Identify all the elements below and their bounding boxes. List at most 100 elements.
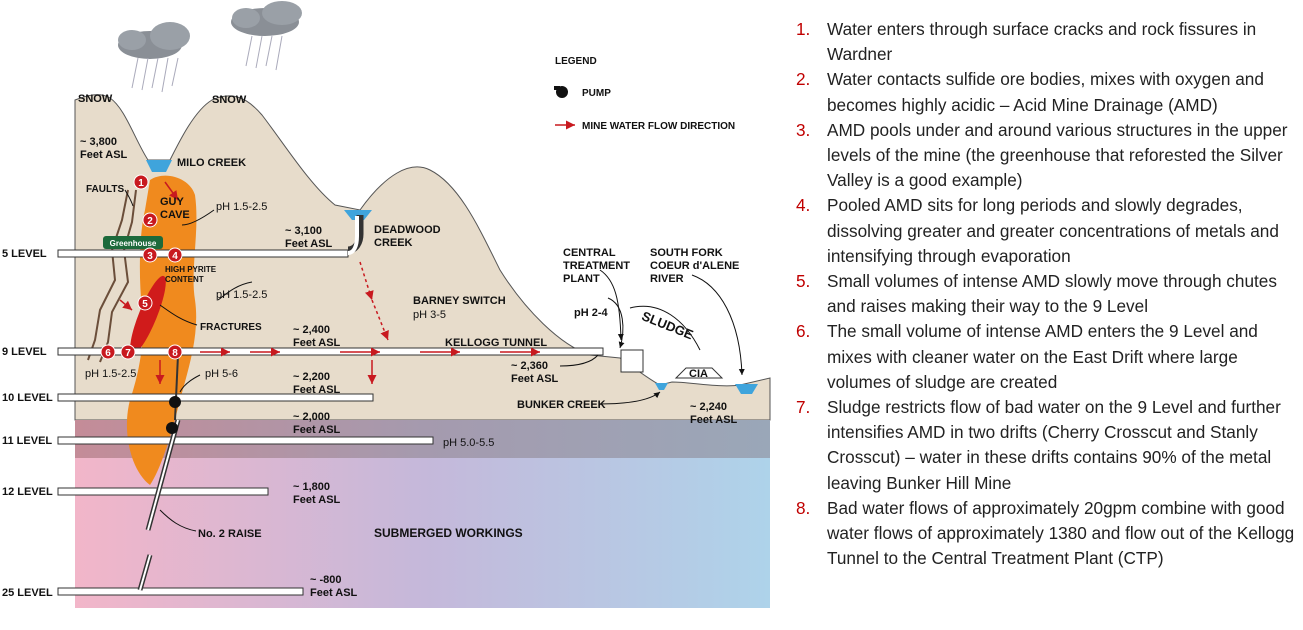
level-10-label: 10 LEVEL <box>2 392 53 404</box>
submerged-label: SUBMERGED WORKINGS <box>374 526 523 540</box>
southfork-line3: RIVER <box>650 273 684 285</box>
phmid-pointer <box>217 281 253 301</box>
fractures-label: FRACTURES <box>200 322 262 333</box>
ph-upper-label: pH 1.5-2.5 <box>216 201 267 213</box>
raise-lower-inner <box>139 554 151 591</box>
ph-24-label: pH 2-4 <box>574 307 609 319</box>
marker-1: 1 <box>133 174 149 190</box>
ctp-line1: CENTRAL <box>563 247 616 259</box>
elev-3100-line1: ~ 3,100 <box>285 225 322 237</box>
note-text: Sludge restricts flow of bad water on th… <box>827 397 1281 493</box>
note-item: 4. Pooled AMD sits for long periods and s… <box>796 193 1296 269</box>
legend-title: LEGEND <box>555 56 597 67</box>
ctp-line3: PLANT <box>563 273 600 285</box>
ctp-pointer <box>599 269 624 341</box>
elev2360-pointer <box>559 354 599 367</box>
river-water <box>735 384 758 394</box>
deadwood-line1: DEADWOOD <box>374 224 441 236</box>
high-pyrite-lens <box>130 275 166 355</box>
notes-list: 1.Water enters through surface cracks an… <box>796 17 1296 571</box>
level-5-tunnel <box>57 249 349 258</box>
ph56-pointer <box>179 374 201 393</box>
level-9-tunnel <box>57 347 604 356</box>
legend-flow-label: MINE WATER FLOW DIRECTION <box>582 121 735 132</box>
snow-left-label: SNOW <box>78 93 113 105</box>
ph-56-label: pH 5-6 <box>205 368 238 380</box>
milo-creek-label: MILO CREEK <box>177 157 246 169</box>
svg-text:2: 2 <box>147 216 153 227</box>
ph-mid-label: pH 1.5-2.5 <box>216 289 267 301</box>
note-number: 4. <box>796 195 811 216</box>
central-treatment-plant-icon <box>620 349 644 373</box>
pump-icon <box>166 396 181 434</box>
note-number: 7. <box>796 397 811 418</box>
fault-line-b <box>99 189 137 363</box>
elev-2200-line2: Feet ASL <box>293 384 341 396</box>
greenhouse-label: Greenhouse <box>110 239 157 248</box>
southfork-line1: SOUTH FORK <box>650 247 723 259</box>
note-text: AMD pools under and around various struc… <box>827 119 1288 191</box>
diagram-canvas: LEGEND PUMP MINE WATER FLOW DIRECTION Gr… <box>2 1 771 608</box>
ph-9-label: pH 1.5-2.5 <box>85 368 136 380</box>
marker-4: 4 <box>167 247 183 263</box>
deadwood-line2: CREEK <box>374 237 413 249</box>
note-text: Small volumes of intense AMD slowly move… <box>827 271 1277 317</box>
marker-7: 7 <box>120 344 136 360</box>
marker-2: 2 <box>142 212 158 228</box>
note-item: 6. The small volume of intense AMD enters… <box>796 319 1296 395</box>
ph24-pointer <box>607 297 625 349</box>
note-number: 5. <box>796 271 811 292</box>
note-item: 2.Water contacts sulfide ore bodies, mix… <box>796 67 1296 117</box>
bunker-pointer <box>599 391 661 405</box>
ph-11-label: pH 5.0-5.5 <box>443 437 494 449</box>
elev-2000-line1: ~ 2,000 <box>293 411 330 423</box>
note-text: Pooled AMD sits for long periods and slo… <box>827 195 1279 266</box>
level-9-label: 9 LEVEL <box>2 346 47 358</box>
svg-text:7: 7 <box>125 348 131 359</box>
bunker-creek-label: BUNKER CREEK <box>517 399 606 411</box>
cloud-right-icon <box>231 1 302 71</box>
svg-text:3: 3 <box>147 251 153 262</box>
marker-5: 5 <box>137 295 153 311</box>
note-number: 2. <box>796 69 811 90</box>
note-number: 6. <box>796 321 811 342</box>
submerged-zone <box>75 458 770 608</box>
ground-profile <box>74 94 771 421</box>
elev-2240-line2: Feet ASL <box>690 414 738 426</box>
note-item: 1.Water enters through surface cracks an… <box>796 17 1296 67</box>
guy-cave-line1: GUY <box>160 196 185 208</box>
note-item: 5. Small volumes of intense AMD slowly mo… <box>796 269 1296 319</box>
note-item: 7. Sludge restricts flow of bad water on … <box>796 395 1296 496</box>
barney-line1: BARNEY SWITCH <box>413 295 506 307</box>
level-25-label: 25 LEVEL <box>2 587 53 599</box>
guy-cave-line2: CAVE <box>160 209 190 221</box>
elev-2200-line1: ~ 2,200 <box>293 371 330 383</box>
no2-raise-inner <box>147 419 179 531</box>
mine-water-diagram: LEGEND PUMP MINE WATER FLOW DIRECTION Gr… <box>2 1 771 608</box>
svg-text:1: 1 <box>138 178 144 189</box>
svg-text:8: 8 <box>172 348 178 359</box>
note-number: 3. <box>796 119 811 140</box>
no2-raise-label: No. 2 RAISE <box>198 528 262 540</box>
note-item: 8.Bad water flows of approximately 20gpm… <box>796 496 1296 572</box>
flow-arrows <box>119 181 540 384</box>
level-12-tunnel <box>57 487 269 496</box>
snow-mid-label: SNOW <box>212 94 247 106</box>
level-10-tunnel <box>57 393 374 402</box>
barney-line2: pH 3-5 <box>413 309 446 321</box>
elev-800-line1: ~ -800 <box>310 574 342 586</box>
svg-text:6: 6 <box>105 348 111 359</box>
elev-2000-line2: Feet ASL <box>293 424 341 436</box>
elev-3800-line2: Feet ASL <box>80 149 128 161</box>
greenhouse-icon <box>103 236 163 249</box>
marker-8: 8 <box>167 344 183 360</box>
elev-1800-line2: Feet ASL <box>293 494 341 506</box>
svg-text:4: 4 <box>172 251 178 262</box>
note-text: The small volume of intense AMD enters t… <box>827 321 1258 392</box>
elev-2360-line1: ~ 2,360 <box>511 360 548 372</box>
milo-creek-water <box>146 160 172 172</box>
phupper-pointer <box>181 209 215 226</box>
fault-line-a <box>87 189 129 361</box>
marker-6: 6 <box>100 344 116 360</box>
marker-3: 3 <box>142 247 158 263</box>
